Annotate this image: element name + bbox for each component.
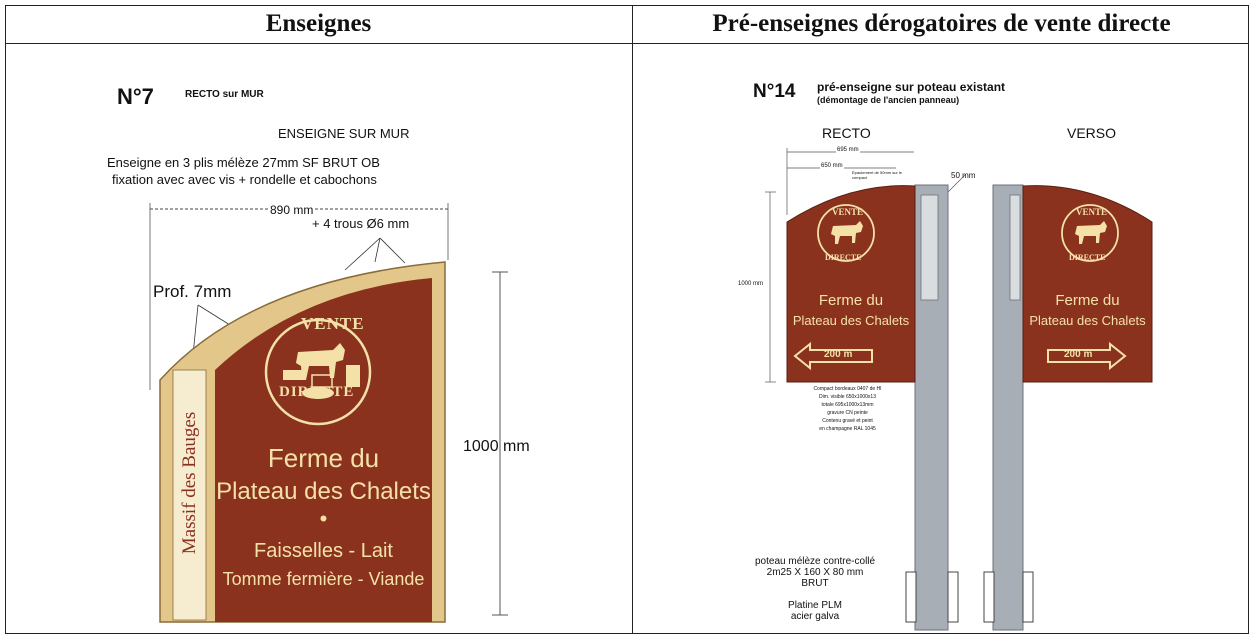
recto-heading: RECTO bbox=[822, 125, 871, 141]
material-note-line: Compact bordeaux 0407 de HI bbox=[813, 386, 882, 392]
verso-vente: VENTE bbox=[1076, 207, 1108, 217]
farm-name-line1: Ferme du bbox=[267, 443, 380, 473]
material-note-line: en champagne RAL 1045 bbox=[819, 426, 876, 432]
brand-massif-des-bauges: Massif des Bauges bbox=[179, 411, 200, 555]
pre-enseigne-desc-1: pré-enseigne sur poteau existant bbox=[817, 80, 1006, 94]
verso-distance: 200 m bbox=[1064, 349, 1093, 360]
pre-enseigne-desc-2: (démontage de l'ancien panneau) bbox=[817, 95, 960, 105]
dim-650: 650 mm bbox=[820, 163, 844, 169]
material-note-line: Dim. visible 650x1000x13 bbox=[819, 394, 876, 400]
recto-vente: VENTE bbox=[832, 207, 864, 217]
verso-farm-line2: Plateau des Chalets bbox=[1029, 313, 1146, 328]
sign-number-7: N°7 bbox=[117, 84, 154, 109]
height-dimension: 1000 mm bbox=[463, 438, 530, 455]
depth-label: Prof. 7mm bbox=[153, 282, 232, 301]
farm-separator: • bbox=[319, 506, 328, 531]
dim-note: Épaulement de 50mm sur le compact bbox=[852, 170, 903, 180]
plate-line-2: acier galva bbox=[790, 611, 840, 622]
directe-text: DIRECTE bbox=[279, 384, 355, 400]
verso-directe: DIRECTE bbox=[1069, 253, 1106, 262]
vente-text: VENTE bbox=[301, 314, 365, 333]
right-height-dimension: 1000 mm bbox=[738, 281, 764, 287]
verso-heading: VERSO bbox=[1067, 125, 1117, 141]
recto-directe: DIRECTE bbox=[825, 253, 862, 262]
verso-farm-line1: Ferme du bbox=[1055, 292, 1120, 309]
enseigne-description-1: Enseigne en 3 plis mélèze 27mm SF BRUT O… bbox=[107, 155, 380, 170]
sign-number-14: N°14 bbox=[753, 81, 796, 102]
enseigne-description-2: fixation avec avec vis + rondelle et cab… bbox=[112, 172, 377, 187]
plate-line-1: Platine PLM bbox=[788, 600, 842, 611]
material-note-line: totale 695x1000x13mm bbox=[821, 402, 874, 408]
page-frame bbox=[5, 5, 1249, 634]
post-description: poteau mélèze contre-collé 2m25 X 160 X … bbox=[755, 556, 875, 589]
products-line2: Tomme fermière - Viande bbox=[222, 569, 425, 589]
header-divider bbox=[5, 43, 1249, 44]
farm-name-line2: Plateau des Chalets bbox=[216, 478, 431, 505]
post-line-1: poteau mélèze contre-collé bbox=[755, 556, 876, 567]
material-note-line: gravure CN peinte bbox=[827, 410, 868, 416]
recto-label: RECTO sur MUR bbox=[185, 89, 264, 100]
recto-farm-line2: Plateau des Chalets bbox=[792, 313, 910, 328]
post-line-2: 2m25 X 160 X 80 mm bbox=[766, 567, 864, 578]
material-note-line: Contenu gravé et peint bbox=[822, 418, 873, 424]
recto-farm-line1: Ferme du bbox=[818, 292, 884, 309]
material-note: Compact bordeaux 0407 de HI Dim. visible… bbox=[800, 385, 895, 433]
dim-695: 695 mm bbox=[836, 147, 860, 153]
width-dimension: 890 mm bbox=[268, 203, 316, 217]
plate-description: Platine PLM acier galva bbox=[755, 600, 875, 622]
column-divider bbox=[632, 5, 633, 634]
header-enseignes: Enseignes bbox=[265, 10, 372, 37]
header-pre-enseignes: Pré-enseignes dérogatoires de vente dire… bbox=[712, 10, 1171, 37]
products-line1: Faisselles - Lait bbox=[254, 540, 393, 562]
post-line-3: BRUT bbox=[801, 578, 829, 589]
enseigne-title: ENSEIGNE SUR MUR bbox=[278, 126, 410, 141]
recto-distance: 200 m bbox=[824, 349, 853, 360]
holes-label: + 4 trous Ø6 mm bbox=[312, 216, 410, 231]
dim-50: 50 mm bbox=[951, 171, 976, 180]
